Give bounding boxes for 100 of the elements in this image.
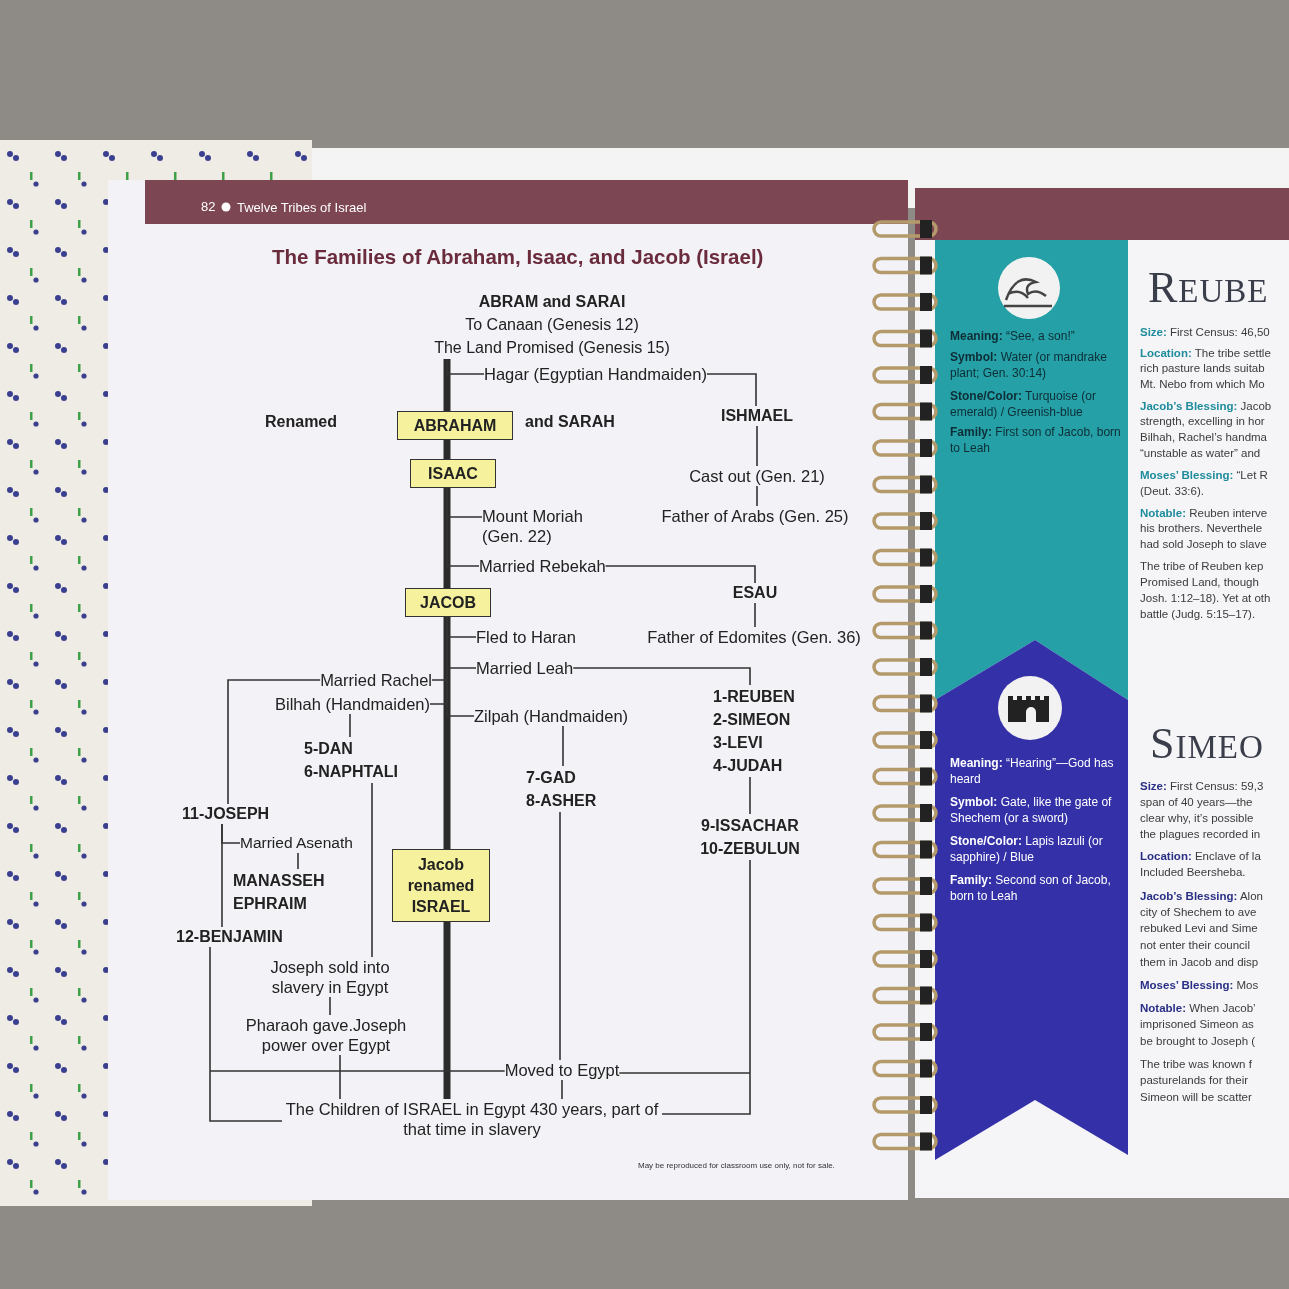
body-text: battle (Judg. 5:15–17). [1140,608,1256,620]
connector-line [221,823,223,928]
event-label: Pharaoh gave.Joseph power over Egypt [231,1015,421,1055]
event-label: Fled to Haran [476,627,576,647]
connector-line [209,1070,506,1072]
body-text: (Deut. 33:6). [1140,485,1204,497]
body-text: had sold Joseph to slave [1140,538,1267,550]
connector-line [561,1079,563,1100]
event-label: Married Leah [476,658,574,678]
diagram-title: The Families of Abraham, Isaac, and Jacob (Israel) [272,245,764,269]
connector-line [562,725,564,767]
connector-line [349,713,351,738]
body-text: Location: The tribe settle [1140,347,1271,359]
sidebar-text: Symbol: Water (or mandrake plant; Gen. 30:14) [950,349,1108,381]
body-text: rebuked Levi and Sime [1140,922,1258,934]
connector-line [297,852,299,870]
name-label: 4-JUDAH [713,756,784,776]
name-box: Jacob renamed ISRAEL [392,849,490,922]
body-text: Included Beersheba. [1140,866,1246,878]
body-text: Bilhah, Rachel’s handma [1140,431,1267,443]
body-text: imprisoned Simeon as [1140,1018,1254,1030]
lineage-line [443,617,451,849]
event-label: Cast out (Gen. 21) [689,466,825,486]
body-text: span of 40 years—the [1140,796,1253,808]
body-text: Promised Land, though [1140,576,1259,588]
connector-line [446,487,480,567]
body-text: rich pasture lands suitab [1140,362,1265,374]
body-text: clear why, it’s possible [1140,812,1254,824]
connector-line [706,373,757,407]
name-label: and SARAH [525,413,615,431]
connector-line [749,776,751,815]
name-box: ABRAHAM [397,411,513,440]
event-label: Moved to Egypt [504,1060,620,1080]
name-label: 1-REUBEN [713,687,795,707]
body-text: Size: First Census: 46,50 [1140,326,1270,338]
body-text: Moses’ Blessing: Mos [1140,979,1259,991]
body-text: The tribe of Reuben kep [1140,560,1264,572]
name-label: EPHRAIM [233,894,308,914]
connector-line [227,679,321,805]
name-label: 8-ASHER [526,791,597,811]
body-text: Notable: Reuben interve [1140,507,1268,519]
body-text: Jacob’s Blessing: Alon [1140,890,1263,902]
body-text: Mt. Nebo from which Mo [1140,378,1265,390]
sidebar-text: Family: Second son of Jacob, born to Leah [950,872,1112,904]
sidebar-text: Symbol: Gate, like the gate of Shechem (or a sword) [950,794,1113,826]
connector-line [209,946,283,1122]
connector-line [446,616,475,717]
body-text: them in Jacob and disp [1140,956,1259,968]
body-text: Jacob’s Blessing: Jacob [1140,400,1272,412]
sidebar-text: Meaning: “Hearing”—God has heard [950,755,1115,787]
sidebar-text: Stone/Color: Lapis lazuli (or sapphire) / Blue [950,833,1104,865]
event-label: Hagar (Egyptian Handmaiden) [484,364,707,384]
event-label: Mount Moriah (Gen. 22) [482,506,602,546]
event-label: Married Rebekah [479,556,606,576]
event-label: Bilhah (Handmaiden) [275,694,430,714]
section-heading: SIMEO [1150,718,1264,769]
body-text: Moses’ Blessing: “Let R [1140,469,1268,481]
connector-line [446,358,485,375]
sidebar-text: Meaning: “See, a son!” [950,328,1076,344]
event-label: Father of Edomites (Gen. 36) [647,627,861,647]
name-label: 3-LEVI [713,733,764,753]
body-text: be brought to Joseph ( [1140,1035,1256,1047]
name-label: 12-BENJAMIN [176,927,283,947]
body-text: the plagues recorded in [1140,828,1261,840]
event-label: Zilpah (Handmaiden) [474,706,629,726]
connector-line [756,425,758,467]
body-text: The tribe was known f [1140,1058,1252,1070]
connector-line [572,667,751,686]
body-text: Notable: When Jacob’ [1140,1002,1256,1014]
name-box: JACOB [405,588,491,617]
body-text: his brothers. Neverthele [1140,522,1263,534]
name-label: ABRAM and SARAI [477,292,627,312]
connector-line [604,565,756,584]
name-label: MANASSEH [233,871,325,891]
connector-line [754,602,756,628]
name-label: ISHMAEL [721,406,793,426]
connector-line [329,996,331,1016]
event-label: Married Asenath [240,833,353,853]
name-label: 10-ZEBULUN [700,839,800,859]
connector-line [559,811,561,1061]
connector-line [339,1054,341,1100]
event-label: The Land Promised (Genesis 15) [434,338,670,358]
event-label: Joseph sold into slavery in Egypt [250,957,410,997]
name-label: Renamed [265,413,338,431]
name-label: 2-SIMEON [713,710,792,730]
name-box: ISAAC [410,459,496,488]
page-number: 82 [201,199,216,214]
section-heading: REUBE [1148,262,1269,313]
sidebar-text: Stone/Color: Turquoise (or emerald) / Greenish-blue [950,388,1098,420]
running-header: Twelve Tribes of Israel [237,200,367,215]
sidebar-text: Family: First son of Jacob, born to Leah [950,424,1122,456]
connector-line [756,485,758,507]
body-text: Simeon will be scatter [1140,1091,1252,1103]
body-text: pasturelands for their [1140,1074,1249,1086]
connector-line [371,782,373,958]
connector-line [661,859,751,1115]
lineage-line [443,440,451,459]
name-label: 9-ISSACHAR [700,816,800,836]
footer-note: May be reproduced for classroom use only, not for sale. [638,1161,835,1170]
lineage-line [443,488,451,588]
